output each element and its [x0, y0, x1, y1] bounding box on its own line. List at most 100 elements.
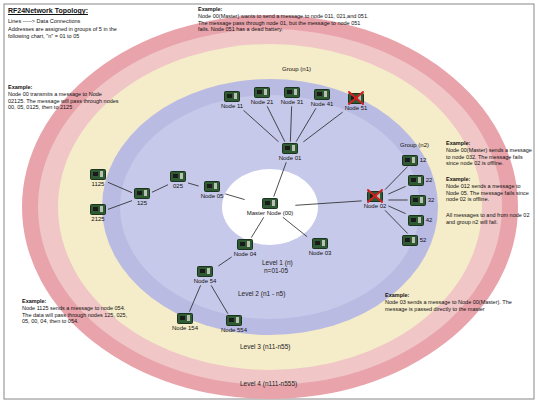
network-node: Node 21: [249, 86, 276, 107]
node-label: 025: [173, 183, 183, 190]
example-heading: Example:: [446, 140, 470, 147]
network-node: Node 02: [362, 190, 389, 211]
data-connection: [243, 110, 278, 141]
network-node: Node 54: [192, 265, 219, 286]
level-3-ring: [58, 44, 482, 370]
data-connection: [385, 167, 408, 190]
data-connection: [188, 183, 199, 186]
node-label: Node 05: [201, 193, 224, 200]
board-icon: [90, 204, 106, 215]
node-label: 22: [426, 177, 433, 184]
network-node: Node 01: [277, 142, 304, 163]
example-text: Node 00(Master) sends a message to node …: [446, 147, 532, 167]
board-icon: [402, 155, 418, 166]
example-text: Node 1125 sends a message to node 054. T…: [22, 305, 132, 325]
dead-battery-cross: [349, 92, 363, 104]
network-node: 42: [406, 214, 435, 227]
data-connection: [152, 185, 168, 193]
example-heading: Example:: [446, 176, 470, 183]
node-label: Node 01: [279, 155, 302, 162]
data-connection: [290, 106, 291, 141]
board-icon: [254, 87, 270, 98]
node-label: Node 04: [234, 251, 257, 258]
network-node: Node 04: [232, 238, 259, 259]
level-4-ring-inner: [38, 29, 502, 385]
board-icon: [410, 195, 426, 206]
network-node: 025: [168, 170, 188, 191]
node-label: Node 154: [172, 325, 198, 332]
network-node: Node 31: [279, 86, 306, 107]
node-label: 2125: [91, 216, 104, 223]
board-icon: [284, 87, 300, 98]
data-connection: [251, 217, 263, 237]
example-text: Node 00(Master) wants to send a message …: [198, 13, 373, 33]
node-label: 12: [420, 157, 427, 164]
board-icon: [402, 235, 418, 246]
node-label: Node 21: [251, 99, 274, 106]
board-icon: [204, 181, 220, 192]
data-connection: [211, 285, 228, 313]
level-label: Level 3 (n11-n55): [240, 343, 290, 351]
example-text: Node 012 sends a message to Node 05. The…: [446, 183, 532, 203]
data-connection: [225, 194, 244, 200]
board-icon: [282, 143, 298, 154]
node-label: Node 41: [311, 101, 334, 108]
board-icon: [226, 315, 242, 326]
level-label: n=01-05: [264, 267, 288, 275]
diagram-title: RF24Network Topology:: [8, 7, 88, 15]
example-text: Node 00 transmits a message to Node 0212…: [8, 91, 120, 111]
node-label: Node 11: [221, 103, 243, 110]
board-icon: [312, 238, 328, 249]
data-connection: [274, 162, 287, 196]
network-node: Node 41: [309, 88, 336, 109]
board-icon: [262, 198, 278, 209]
node-label: Node 02: [364, 203, 387, 210]
board-icon: [408, 175, 424, 186]
data-connection: [295, 201, 361, 205]
group-label: Group (n1): [282, 66, 311, 73]
level-label: Level 2 (n1 - n5): [238, 290, 285, 298]
board-icon: [408, 215, 424, 226]
example-text: All messages to and from node 02 and gro…: [446, 212, 532, 225]
level-1-ring: [120, 95, 420, 319]
network-node: 2125: [88, 203, 108, 224]
node-label: Master Node (00): [247, 210, 294, 217]
board-icon: [237, 239, 253, 250]
network-node: 12: [400, 154, 429, 167]
node-label: Node 03: [309, 250, 332, 257]
board-icon: [197, 266, 213, 277]
board-icon: [170, 171, 186, 182]
network-node: 1125: [88, 168, 108, 189]
data-connection: [189, 285, 200, 311]
group-label: Group (n2): [400, 142, 429, 149]
example-text: Node 03 sends a message to Node 00(Maste…: [385, 299, 520, 312]
node-label: Node 554: [221, 327, 247, 334]
network-node: Master Node (00): [245, 197, 296, 218]
network-node: 22: [406, 174, 435, 187]
example-heading: Example:: [8, 84, 32, 91]
legend-note: Lines -----> Data Connections: [8, 18, 133, 25]
example-heading: Example:: [22, 298, 46, 305]
node-label: 42: [426, 217, 433, 224]
data-connection: [296, 108, 316, 141]
data-connection: [218, 257, 231, 266]
node-label: 1125: [92, 181, 105, 188]
network-node: Node 11: [219, 90, 245, 111]
network-node: Node 51: [343, 92, 370, 113]
board-icon: [348, 93, 364, 104]
level-label: Level 4 (n111-n555): [240, 380, 297, 388]
example-heading: Example:: [385, 292, 409, 299]
data-connection: [283, 217, 307, 236]
board-icon: [224, 91, 240, 102]
offline-cross: [368, 190, 382, 202]
data-connection: [267, 106, 285, 141]
data-connection: [388, 186, 405, 194]
network-node: 52: [400, 234, 429, 247]
board-icon: [90, 169, 106, 180]
data-connection: [108, 201, 132, 210]
node-label: 125: [137, 200, 147, 207]
data-connection: [388, 206, 405, 214]
board-icon: [314, 89, 330, 100]
board-icon: [177, 313, 193, 324]
network-node: Node 154: [170, 312, 200, 333]
